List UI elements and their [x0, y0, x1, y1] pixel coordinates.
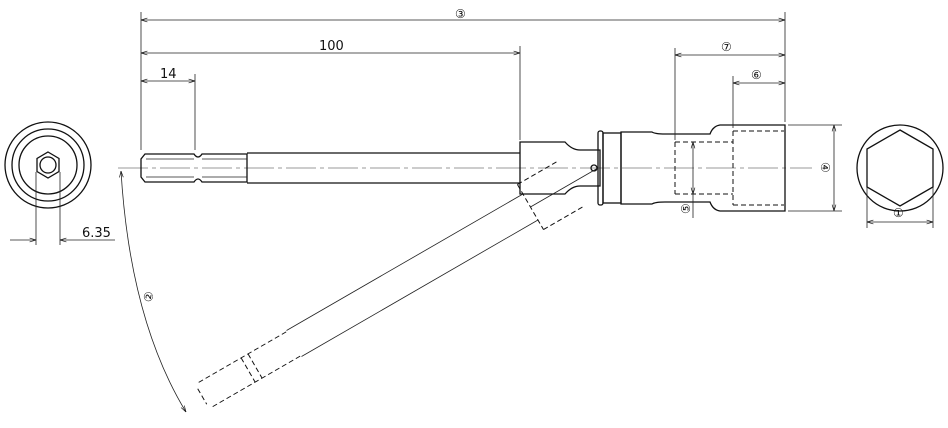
tool-bent — [197, 161, 599, 408]
dim-bore-diameter: ⑤ — [679, 203, 693, 214]
angle-arc — [121, 171, 186, 412]
dim-socket-length: ⑦ — [721, 40, 732, 54]
left-end-view: 6.35 — [4, 121, 115, 245]
dim-overall-length: ③ — [455, 7, 466, 21]
dim-hex-shank-size: 6.35 — [82, 226, 111, 241]
dimension-lines — [140, 12, 842, 218]
dim-socket-depth: ⑥ — [751, 68, 762, 82]
dim-socket-size: ① — [893, 206, 904, 220]
dim-angle: ② — [141, 290, 157, 303]
dim-socket-outer-diameter: ④ — [818, 162, 832, 173]
dim-hex-shank-length: 14 — [160, 67, 177, 82]
tool-straight — [140, 124, 786, 212]
right-end-view — [856, 124, 944, 228]
dim-length-100: 100 — [319, 39, 344, 54]
